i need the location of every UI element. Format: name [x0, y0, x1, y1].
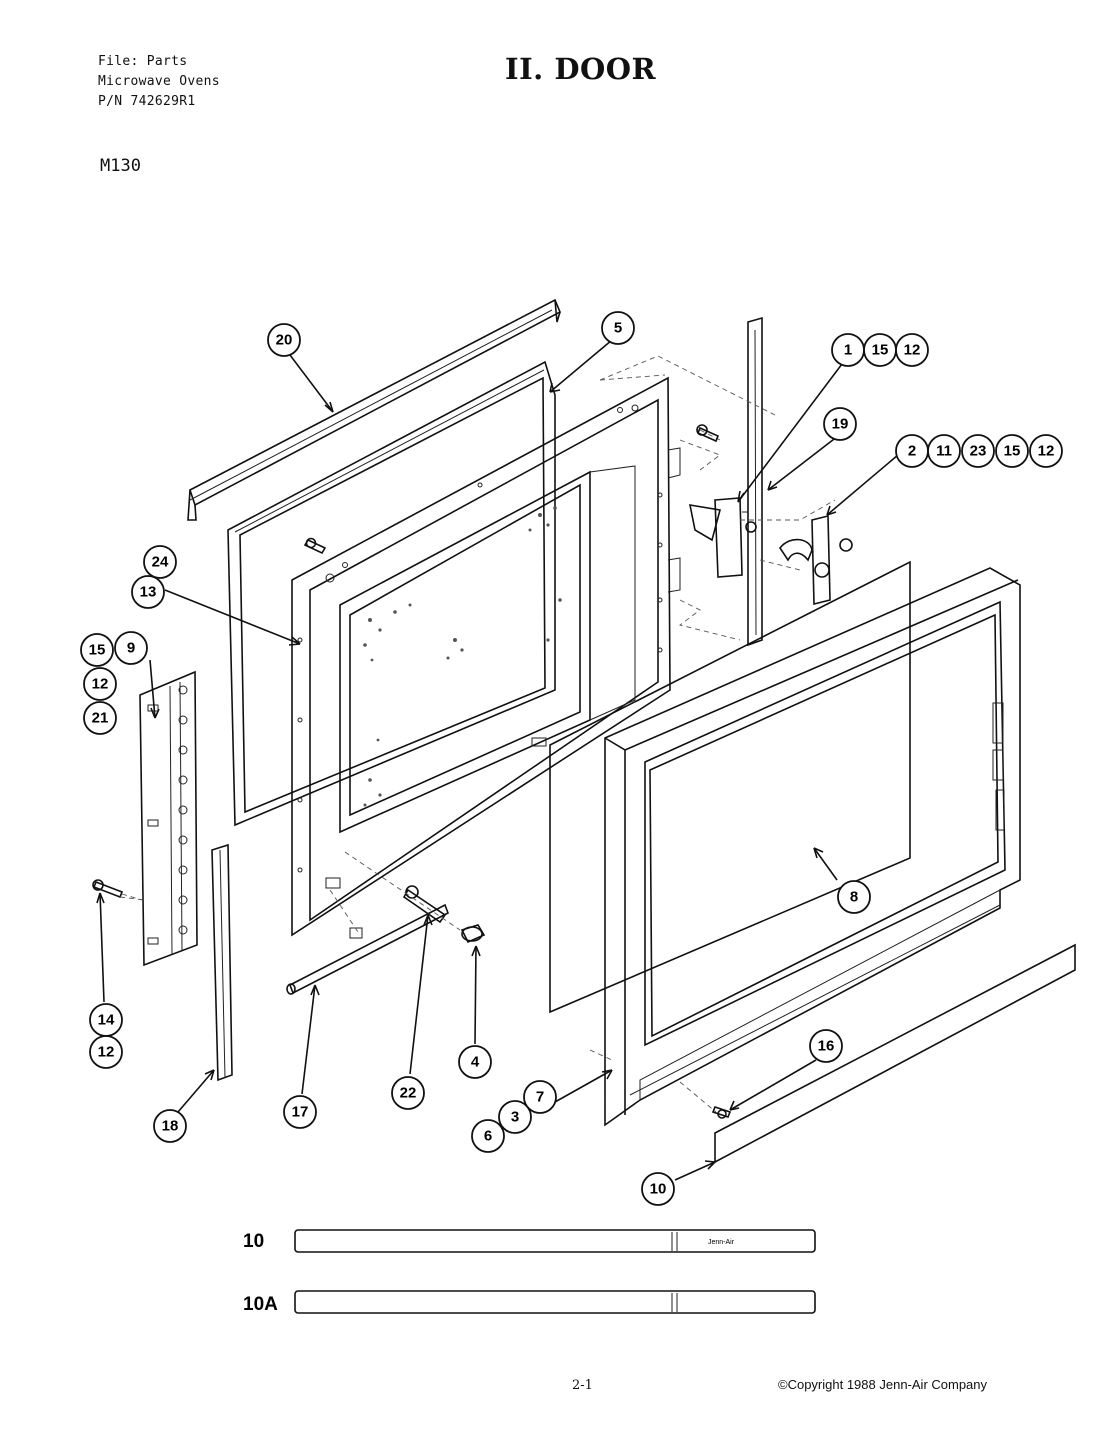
latch-hook [779, 514, 853, 606]
latch-screw [696, 424, 720, 443]
callout-5: 5 [601, 311, 635, 345]
hinge-screw [92, 879, 124, 899]
callout-16: 16 [809, 1029, 843, 1063]
callout-label: 3 [511, 1109, 519, 1126]
callout-label: 15 [1004, 443, 1021, 460]
door-bumper [460, 924, 486, 944]
callout-label: 16 [818, 1038, 835, 1055]
callout-label: 4 [471, 1054, 480, 1071]
callout-17: 17 [283, 1095, 317, 1129]
panel-screw [303, 537, 327, 555]
callout-22: 22 [391, 1076, 425, 1110]
variant-label: 10 [243, 1231, 264, 1252]
callout-12-d: 12 [89, 1035, 123, 1069]
callout-label: 2 [908, 443, 916, 460]
trim-variant-10: 10 Jenn-Air [243, 1229, 816, 1253]
callout-label: 6 [484, 1128, 492, 1145]
callout-label: 5 [614, 320, 622, 337]
model-number: M130 [100, 156, 141, 176]
latch-pin [402, 885, 447, 924]
top-trim-strip [187, 298, 562, 521]
callout-label: 18 [162, 1118, 179, 1135]
callout-label: 20 [276, 332, 293, 349]
callout-label: 19 [832, 416, 849, 433]
callout-label: 14 [98, 1012, 115, 1029]
category-line: Microwave Ovens [98, 74, 220, 89]
callout-6: 6 [471, 1119, 505, 1153]
variant-label: 10A [243, 1294, 278, 1315]
latch-bar [688, 316, 763, 647]
callout-23: 23 [961, 434, 995, 468]
variant-logo: Jenn-Air [708, 1239, 735, 1246]
part-number-line: P/N 742629R1 [98, 94, 196, 109]
callout-14: 14 [89, 1003, 123, 1037]
door-glass-panel [549, 560, 911, 1014]
callout-label: 17 [292, 1104, 309, 1121]
window-screen-stipple [363, 506, 562, 807]
callout-11: 11 [927, 434, 961, 468]
callout-label: 23 [970, 443, 987, 460]
callout-15-c: 15 [80, 633, 114, 667]
bottom-rod [286, 903, 449, 995]
hinge [139, 670, 198, 967]
callout-label: 11 [936, 443, 952, 460]
callout-18: 18 [153, 1109, 187, 1143]
callout-label: 9 [127, 640, 135, 657]
callout-label: 21 [92, 710, 109, 727]
callout-label: 10 [650, 1181, 667, 1198]
bottom-trim-bar [714, 943, 1076, 1164]
callout-label: 1 [844, 342, 852, 359]
callout-label: 7 [536, 1089, 544, 1106]
callout-label: 13 [140, 584, 157, 601]
callout-21: 21 [83, 701, 117, 735]
callout-7: 7 [523, 1080, 557, 1114]
callout-20: 20 [267, 323, 301, 357]
callout-label: 12 [1038, 443, 1055, 460]
callout-10: 10 [641, 1172, 675, 1206]
inner-door-panel [291, 376, 681, 939]
callout-label: 15 [89, 642, 106, 659]
file-info: File: Parts Microwave Ovens P/N 742629R1 [98, 52, 220, 112]
callout-2: 2 [895, 434, 929, 468]
trim-screw [711, 1106, 732, 1119]
callout-12: 12 [895, 333, 929, 367]
callout-3: 3 [498, 1100, 532, 1134]
callout-label: 15 [872, 342, 889, 359]
callout-label: 8 [850, 889, 858, 906]
callout-12-b: 12 [1029, 434, 1063, 468]
callout-label: 22 [400, 1085, 417, 1102]
callout-19: 19 [823, 407, 857, 441]
copyright-notice: ©Copyright 1988 Jenn-Air Company [778, 1377, 988, 1392]
assembly-guide-lines [119, 355, 836, 1113]
file-line: File: Parts [98, 54, 188, 69]
callout-13: 13 [131, 575, 165, 609]
callout-1: 1 [831, 333, 865, 367]
callout-15: 15 [863, 333, 897, 367]
door-gasket [227, 360, 556, 827]
callout-label: 12 [92, 676, 109, 693]
callout-label: 12 [98, 1044, 115, 1061]
callout-label: 12 [904, 342, 921, 359]
callout-15-b: 15 [995, 434, 1029, 468]
trim-variant-10a: 10A [243, 1290, 816, 1315]
callout-24: 24 [143, 545, 177, 579]
callout-8: 8 [837, 880, 871, 914]
callout-9: 9 [114, 631, 148, 665]
side-trim [211, 843, 233, 1082]
page-number: 2-1 [572, 1378, 593, 1393]
page-title: II. DOOR [505, 52, 657, 86]
screw-leader [121, 893, 143, 901]
callout-label: 24 [152, 554, 169, 571]
outer-door-frame [604, 567, 1021, 1127]
callout-12-c: 12 [83, 667, 117, 701]
leader-lines [96, 339, 899, 1181]
callout-4: 4 [458, 1045, 492, 1079]
